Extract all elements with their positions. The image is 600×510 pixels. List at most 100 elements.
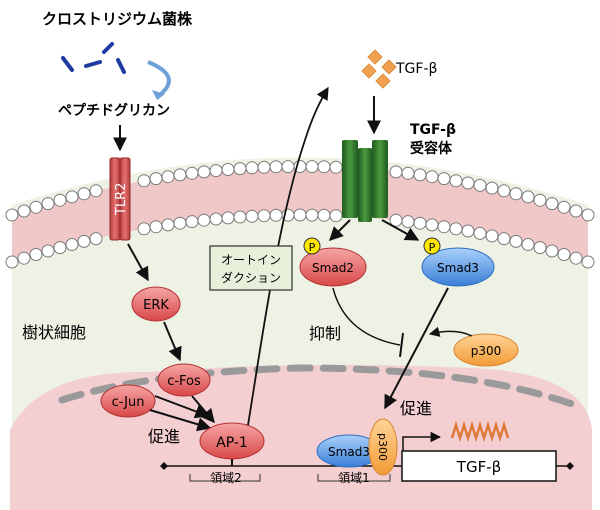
arrow-cjun-ap1-upper bbox=[154, 395, 210, 419]
lipid-head bbox=[461, 224, 475, 238]
p300-nuclear-label: p300 bbox=[376, 433, 389, 461]
lipid-head bbox=[137, 174, 151, 188]
transcription-start-arrow bbox=[402, 431, 442, 452]
lipid-head bbox=[425, 170, 439, 184]
lipid-head bbox=[329, 209, 343, 223]
lipid-head bbox=[461, 176, 475, 190]
lipid-head bbox=[497, 232, 511, 246]
lipid-head bbox=[437, 172, 451, 186]
lipid-head bbox=[41, 244, 55, 258]
erk-node: ERK bbox=[131, 286, 181, 322]
promote-right-label: 促進 bbox=[400, 399, 432, 418]
lipid-head bbox=[209, 212, 223, 226]
lipid-head bbox=[557, 200, 571, 214]
gene-label: TGF-β bbox=[456, 458, 501, 476]
lipid-head bbox=[221, 211, 235, 225]
lipid-head bbox=[29, 200, 43, 214]
lipid-head bbox=[17, 251, 31, 265]
lipid-head bbox=[137, 222, 151, 236]
lipid-head bbox=[173, 168, 187, 182]
inhibition-curve bbox=[332, 287, 401, 346]
smad3-label: Smad3 bbox=[437, 261, 479, 275]
tgfb-ligand-icon bbox=[361, 49, 397, 89]
lipid-head bbox=[413, 168, 427, 182]
lipid-head bbox=[425, 218, 439, 232]
curved-arrow-head bbox=[152, 90, 165, 100]
lipid-head bbox=[521, 238, 535, 251]
lipid-head bbox=[161, 170, 175, 184]
autoinduction-line1: オートイン bbox=[221, 253, 281, 267]
lipid-head bbox=[233, 162, 247, 176]
cfos-label: c-Fos bbox=[167, 374, 201, 389]
lipid-head bbox=[497, 184, 511, 198]
arrow-tlr2-erk bbox=[127, 243, 149, 282]
autoinduction-box: オートイン ダクション bbox=[209, 245, 293, 291]
lipid-head bbox=[401, 166, 415, 180]
lipid-head bbox=[89, 232, 103, 246]
lipid-head bbox=[269, 208, 283, 222]
p300-node: p300 bbox=[453, 333, 519, 367]
smad2-label: Smad2 bbox=[312, 261, 354, 275]
region2-label: 領域2 bbox=[210, 470, 242, 485]
lipid-head bbox=[53, 241, 67, 255]
lipid-head bbox=[293, 208, 307, 222]
lipid-head bbox=[521, 190, 535, 204]
lipid-head bbox=[185, 166, 199, 180]
autoinduction-line2: ダクション bbox=[221, 270, 281, 285]
dna-left-end bbox=[160, 462, 168, 470]
arrow-erk-cfos bbox=[163, 321, 182, 362]
lipid-head bbox=[569, 251, 583, 265]
bacteria-icon bbox=[61, 42, 126, 74]
region2-bracket bbox=[189, 474, 261, 482]
smad3-node: Smad3 bbox=[421, 247, 495, 287]
lipid-head bbox=[161, 218, 175, 232]
arrow-smad3-nuclear bbox=[384, 287, 449, 410]
ap1-label: AP-1 bbox=[216, 435, 248, 451]
lipid-head bbox=[245, 161, 259, 175]
lipid-head bbox=[317, 208, 331, 222]
lipid-head bbox=[53, 193, 67, 207]
region1-label: 領域1 bbox=[338, 470, 370, 485]
lipid-head bbox=[173, 216, 187, 230]
lipid-head bbox=[233, 210, 247, 224]
lipid-head bbox=[545, 244, 559, 258]
curved-arrow-icon bbox=[147, 60, 171, 100]
lipid-head bbox=[317, 160, 331, 174]
lipid-head bbox=[413, 216, 427, 230]
lipid-head bbox=[545, 197, 559, 211]
lipid-head bbox=[557, 248, 571, 261]
p300-label: p300 bbox=[471, 344, 502, 358]
lipid-head bbox=[197, 213, 211, 227]
p300-nuclear-node: p300 bbox=[368, 418, 398, 476]
mrna-icon bbox=[450, 420, 510, 443]
lipid-head bbox=[89, 184, 103, 198]
receptor-label-line2: 受容体 bbox=[410, 140, 453, 157]
erk-label: ERK bbox=[143, 298, 169, 313]
lipid-head bbox=[29, 248, 43, 261]
lipid-head bbox=[533, 193, 547, 207]
promote-left-label: 促進 bbox=[148, 427, 180, 446]
lipid-head bbox=[269, 160, 283, 174]
lipid-head bbox=[485, 181, 499, 195]
lipid-head bbox=[209, 164, 223, 178]
lipid-head bbox=[5, 208, 19, 222]
dna-right-end bbox=[566, 462, 574, 470]
lipid-head bbox=[449, 174, 463, 188]
lipid-head bbox=[257, 209, 271, 223]
phospho-smad2: P bbox=[303, 237, 321, 255]
lipid-head bbox=[77, 234, 91, 248]
lipid-head bbox=[185, 215, 199, 229]
lipid-head bbox=[581, 255, 595, 269]
smad3-nuclear-node: Smad3 bbox=[316, 434, 382, 468]
cfos-node: c-Fos bbox=[157, 363, 211, 397]
arrow-receptor-smad2 bbox=[329, 219, 351, 241]
membrane-lipid-heads bbox=[5, 160, 595, 269]
lipid-head bbox=[581, 208, 595, 222]
receptor-label-line1: TGF-β bbox=[410, 122, 456, 138]
lipid-head bbox=[65, 190, 79, 204]
arrow-p300-smad3 bbox=[428, 326, 473, 337]
lipid-head bbox=[473, 226, 487, 240]
lipid-head bbox=[149, 220, 163, 234]
lipid-head bbox=[533, 241, 547, 255]
tgfb-gene-box: TGF-β bbox=[401, 450, 557, 482]
